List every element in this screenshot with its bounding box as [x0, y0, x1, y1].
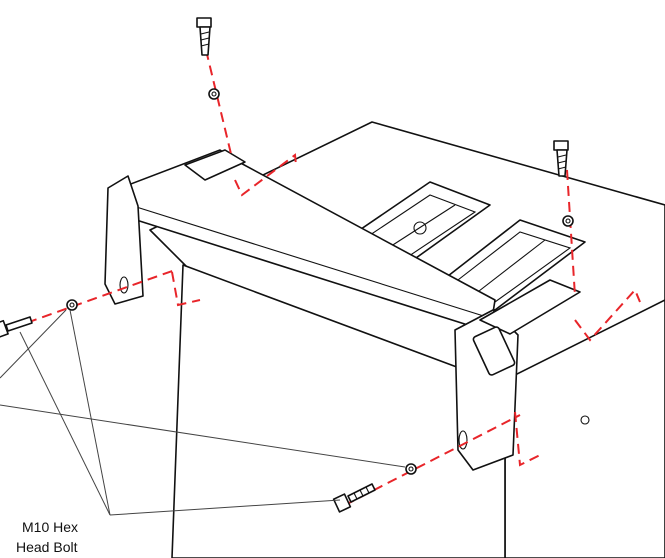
callout-label-line2: Head Bolt	[16, 539, 78, 555]
side-hole-icon	[580, 415, 590, 425]
callout-label-line1: M10 Hex	[22, 519, 78, 535]
bolt-left-side	[0, 316, 33, 339]
washer-top-left	[208, 88, 220, 100]
bolt-top-right	[553, 140, 569, 177]
mounting-bracket	[104, 149, 581, 471]
washer-left-side	[66, 299, 78, 311]
callout-leaders	[0, 309, 406, 516]
washer-bottom-front	[405, 463, 417, 475]
bolt-bottom-front	[332, 483, 376, 513]
bolt-top-left	[196, 17, 212, 56]
washer-top-right	[562, 215, 574, 227]
